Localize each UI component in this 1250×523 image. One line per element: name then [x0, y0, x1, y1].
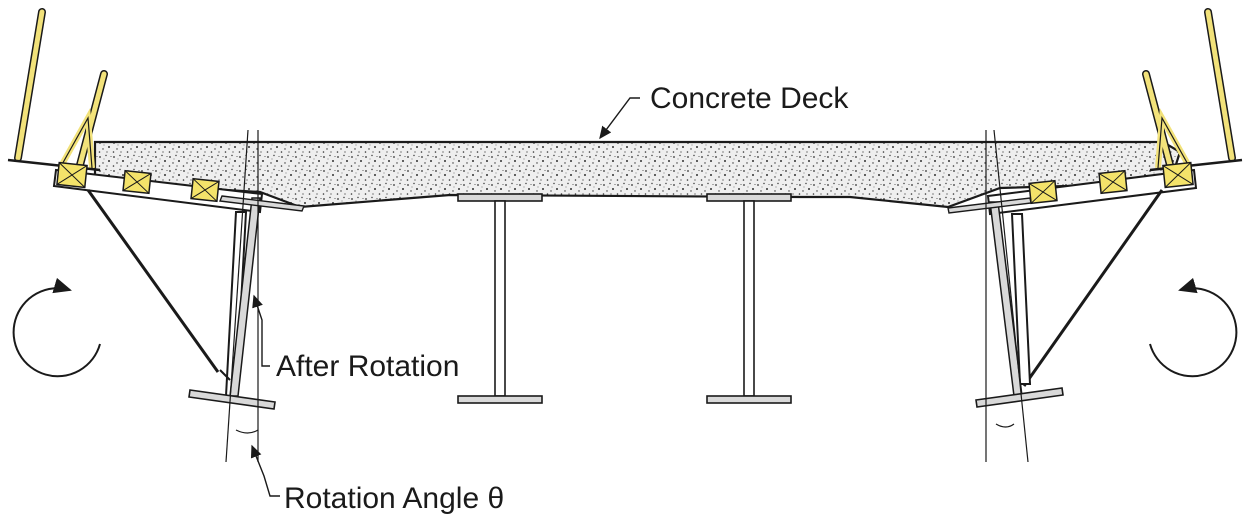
girder-bottom-flange: [706, 395, 792, 404]
bracket-vertical-leg: [1010, 213, 1032, 385]
rotated-bottom-flange: [188, 389, 276, 410]
leader-line: [252, 294, 270, 367]
rotation-arrow-icon: [1149, 277, 1238, 378]
overhang-bracket-right: [947, 8, 1243, 463]
angle-arc: [235, 429, 259, 434]
hanger-plate: [219, 195, 305, 212]
safety-rail: [1205, 9, 1235, 161]
girder-web: [743, 200, 755, 397]
label-after-rotation: After Rotation: [276, 350, 459, 383]
girder-top-flange: [706, 193, 792, 202]
timber-block: [1028, 179, 1058, 205]
steel-girder-left: [457, 193, 543, 404]
steel-girder-right: [706, 193, 792, 404]
rail-brace: [1157, 115, 1191, 169]
label-concrete-deck: Concrete Deck: [650, 82, 849, 115]
angle-arc: [995, 423, 1015, 428]
reference-line-vertical: [993, 129, 1029, 463]
rail-brace: [59, 115, 93, 169]
callout-rotation-angle: Rotation Angle θ: [250, 444, 504, 515]
rotated-bottom-flange: [975, 387, 1064, 408]
girder-web: [494, 200, 506, 397]
safety-rail: [77, 71, 107, 168]
reference-line-vertical: [225, 129, 249, 463]
safety-rail: [1143, 71, 1173, 168]
hanger-plate: [947, 197, 1032, 214]
timber-block: [1162, 161, 1194, 189]
callout-after-rotation: After Rotation: [252, 294, 459, 383]
bracket-diagonal: [1022, 189, 1164, 387]
rotation-arrow-icon: [12, 277, 101, 378]
overhang-bracket-left: [7, 8, 305, 463]
bracket-vertical-inner: [219, 369, 231, 381]
safety-rail: [15, 9, 45, 161]
timber-block: [190, 177, 220, 203]
girder-bottom-flange: [457, 395, 543, 404]
callout-concrete-deck: Concrete Deck: [599, 82, 849, 140]
timber-block: [1098, 169, 1128, 195]
label-rotation-angle: Rotation Angle θ: [284, 482, 504, 515]
girder-top-flange: [457, 193, 543, 202]
leader-line: [250, 444, 280, 497]
bracket-diagonal: [86, 189, 220, 373]
leader-line: [599, 97, 640, 140]
timber-block: [56, 161, 88, 189]
timber-block: [122, 169, 152, 195]
